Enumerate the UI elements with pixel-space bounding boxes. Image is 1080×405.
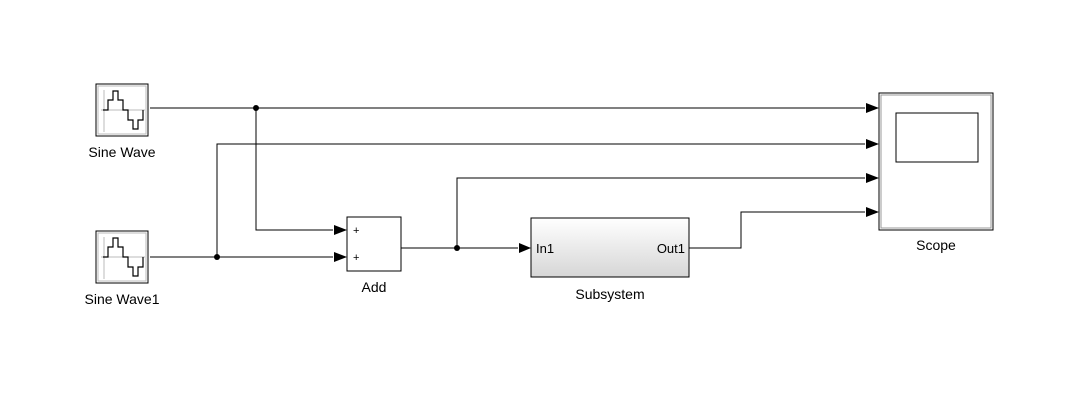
arrowhead-icon [866,103,879,113]
signal-line-sinewave1-to-scope[interactable] [216,143,865,257]
arrowhead-icon [334,252,347,262]
arrowhead-icon [866,173,879,183]
subsystem-in-port-label: In1 [536,241,554,256]
sine-wave1-label: Sine Wave1 [85,291,160,307]
sine-wave1-block[interactable] [95,230,149,284]
arrowhead-icon [334,225,347,235]
add-input-sign: + [353,252,359,264]
add-input-sign: + [353,225,359,237]
arrowhead-icon [866,207,879,217]
signal-line-add-to-scope[interactable] [456,177,865,248]
signal-line-sinewave-to-add[interactable] [255,108,333,231]
add-label: Add [362,279,387,295]
branch-point [454,245,460,251]
arrowhead-icon [866,139,879,149]
sine-wave-label: Sine Wave [88,144,155,160]
sine-wave-icon [103,237,144,277]
sine-wave-icon [103,90,144,130]
signal-line-subsystem-to-scope[interactable] [689,211,865,249]
branch-point [253,105,259,111]
add-block[interactable]: + + [346,216,402,272]
arrowhead-icon [519,243,531,253]
branch-points [214,105,460,260]
branch-point [214,254,220,260]
subsystem-label: Subsystem [575,286,644,302]
scope-screen-icon [895,112,979,163]
subsystem-block[interactable]: In1 Out1 [530,217,690,278]
sine-wave-block[interactable] [95,83,149,137]
arrowheads [334,103,879,262]
signal-lines [150,107,865,258]
subsystem-out-port-label: Out1 [657,241,685,256]
scope-block[interactable] [878,92,994,231]
scope-label: Scope [916,237,956,253]
